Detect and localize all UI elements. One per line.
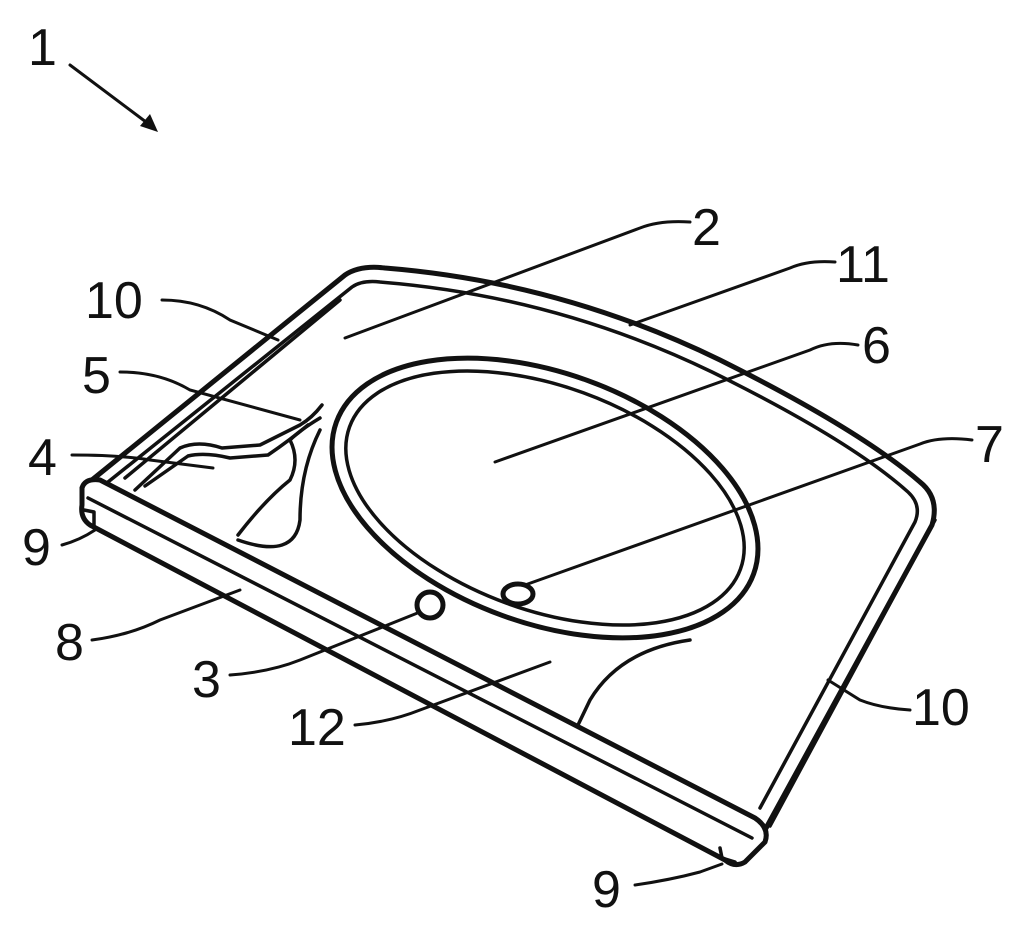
left-notch	[82, 508, 96, 528]
label-8: 8	[55, 614, 84, 672]
leader-9-right	[633, 862, 724, 887]
label-11: 11	[836, 236, 890, 294]
side-guides	[768, 518, 937, 828]
leader-9-left	[60, 528, 97, 547]
label-2: 2	[692, 199, 721, 257]
leader-4	[70, 453, 215, 470]
label-6: 6	[862, 317, 891, 375]
label-4: 4	[28, 429, 57, 487]
leader-10-right	[826, 678, 912, 712]
assembly-arrow	[68, 63, 158, 132]
leader-lines	[60, 220, 974, 887]
label-1: 1	[28, 19, 57, 77]
leader-3	[228, 610, 422, 677]
central-opening	[236, 355, 761, 727]
leader-5	[118, 370, 302, 422]
leader-12	[353, 660, 552, 727]
pin	[500, 581, 536, 607]
label-12: 12	[288, 699, 346, 757]
reference-numerals: 1 2 11 6 7 10 5 4 9 8 3 12 10 9	[22, 19, 1004, 919]
leader-7	[523, 437, 974, 587]
hole	[414, 589, 446, 621]
label-7: 7	[975, 416, 1004, 474]
front-bar	[79, 477, 769, 868]
leader-6	[493, 341, 860, 464]
label-10-left: 10	[85, 272, 143, 330]
leader-8	[90, 588, 242, 642]
leader-10-left	[160, 298, 280, 342]
label-5: 5	[82, 347, 111, 405]
leader-11	[628, 260, 837, 327]
right-notch	[718, 846, 737, 864]
label-3: 3	[192, 651, 221, 709]
recess-region	[133, 403, 324, 537]
label-9-left: 9	[22, 519, 51, 577]
label-9-right: 9	[592, 861, 621, 919]
leader-2	[343, 220, 692, 340]
label-10-right: 10	[912, 679, 970, 737]
